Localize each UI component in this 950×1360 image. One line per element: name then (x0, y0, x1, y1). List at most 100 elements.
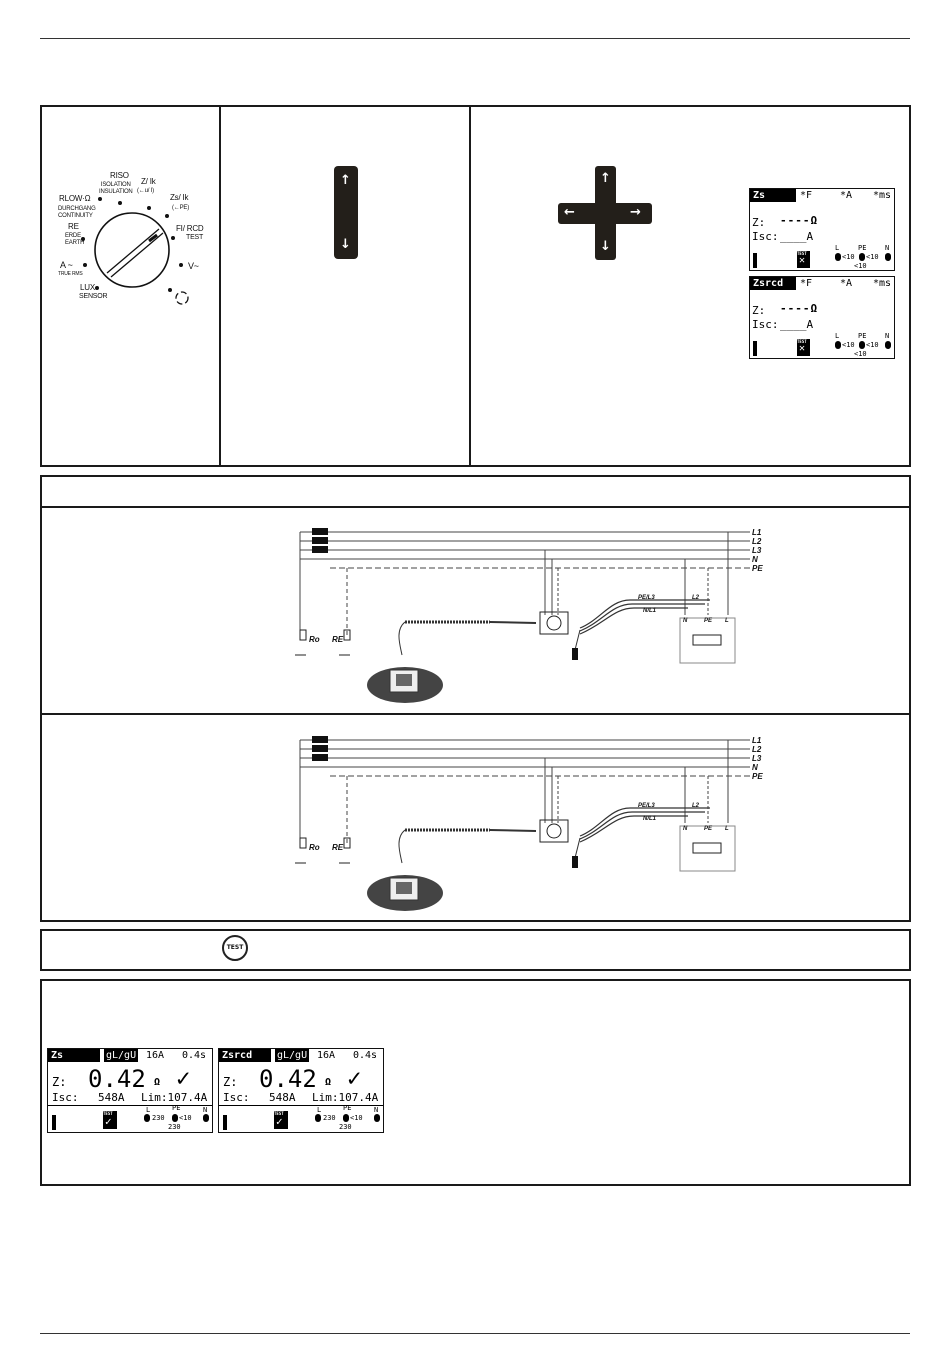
dial-label-re-sub: ERDE EARTH (65, 233, 84, 247)
dial-rlow: RLOW·Ω (59, 194, 91, 203)
lcd-term-v1: <10 (842, 253, 855, 261)
dial-pos-fi-rcd (171, 236, 175, 240)
footer-rule (40, 1333, 910, 1334)
label-ro: Ro (309, 843, 320, 852)
dial-lux-sub: SENSOR (79, 293, 108, 300)
connection-diagram-2: L1 L2 L3 N PE Ro RE PE/L3 L2 N/L1 N PE L (290, 728, 770, 913)
lcd-term-pe: PE (343, 1104, 352, 1112)
term-label-n: N (683, 618, 688, 624)
dial-label-re: RE (68, 223, 79, 231)
lcd-field-a: *A (840, 278, 853, 289)
test-icon-label: TEST (797, 251, 807, 256)
label-ro: Ro (309, 635, 320, 644)
header-rule (40, 38, 910, 39)
terminal-pe-icon (172, 1114, 178, 1122)
connection-mid-rule (40, 713, 911, 715)
lcd-term-v2: <10 (866, 341, 879, 349)
test-check-icon: ✓ (276, 1115, 283, 1128)
dial-label-lux: LUX (80, 284, 95, 292)
wiring-diagram-1: L1 L2 L3 N PE Ro RE PE/L3 L2 N/L1 N PE L (295, 528, 763, 703)
test-icon: TEST ✕ (797, 339, 810, 356)
line-label-l2: L2 (752, 537, 762, 546)
lcd-term-n: N (203, 1106, 208, 1114)
plug-label-n-l1: N/L1 (643, 816, 657, 822)
cross-down-arrow-icon: ↓ (600, 239, 611, 254)
test-button-icon: TEST (222, 935, 248, 961)
lcd-isc-label: Isc: (752, 230, 779, 243)
cross-horizontal (558, 203, 652, 224)
lcd-fuse-time: 0.4s (353, 1050, 378, 1061)
dial-label-a: A ~ (60, 260, 73, 270)
lcd-z-unit: Ω (154, 1077, 161, 1088)
lcd-term-v2: <10 (866, 253, 879, 261)
cross-up-arrow-icon: ↑ (600, 171, 611, 186)
lcd-term-l: L (317, 1106, 322, 1114)
test-cross-icon: ✕ (799, 255, 806, 266)
dial-label-riso-sub: ISOLATION INSULATION (99, 182, 133, 196)
up-arrow-icon: ↑ (340, 173, 351, 188)
lcd-term-n: N (374, 1106, 379, 1114)
lcd-term-pe: PE (858, 244, 867, 252)
battery-icon (753, 253, 757, 268)
lcd-term-l: L (146, 1106, 151, 1114)
terminal-l-icon (835, 341, 841, 349)
lcd-isc-label: Isc: (752, 318, 779, 331)
lcd-z-label: Z: (752, 304, 766, 317)
test-check-icon: ✓ (105, 1115, 112, 1128)
label-re: RE (332, 635, 344, 644)
dial-label-rlow: RLOW·Ω (59, 194, 91, 203)
line-label-n: N (752, 555, 758, 564)
test-icon-label: TEST (274, 1111, 284, 1116)
lcd-limit: Lim:107.4A (141, 1091, 208, 1104)
lcd-z-value: 0.42 (259, 1065, 317, 1093)
dial-z-il-sub: (←u/ I) (137, 188, 154, 194)
dial-label-a-sub: TRUE RMS (58, 270, 83, 278)
dial-label-zs: Zs/ Ik (170, 193, 189, 202)
terminal-l-icon (315, 1114, 321, 1122)
terminal-l-icon (144, 1114, 150, 1122)
battery-icon (753, 341, 757, 356)
line-label-l3: L3 (752, 754, 762, 763)
selection-table (40, 105, 911, 467)
test-cross-icon: ✕ (799, 343, 806, 354)
up-down-key: ↑ ↓ (334, 166, 358, 259)
lcd-header: Zsrcd gL/gU 16A 0.4s (219, 1049, 383, 1062)
line-label-l1: L1 (752, 528, 762, 537)
line-label-pe: PE (752, 772, 763, 781)
dial-rlow-sub: DURCHGANG CONTINUITY (58, 206, 96, 219)
terminal-n-icon (885, 341, 891, 349)
connection-diagram-1: L1 L2 L3 N PE Ro RE PE/L3 L2 N/L1 N PE L (290, 520, 770, 705)
dial-riso-sub: ISOLATION INSULATION (99, 182, 133, 195)
lcd-fuse-type: gL/gU (104, 1049, 139, 1062)
term-label-n: N (683, 826, 688, 832)
dial-a-sub: TRUE RMS (58, 271, 83, 277)
dial-a: A ~ (60, 260, 73, 270)
connection-header-rule (40, 506, 911, 508)
dial-z-il: Z/ Ik (141, 177, 156, 186)
dial-label-fi-rcd-sub: TEST (186, 234, 203, 242)
lcd-setup-zsrcd: Zsrcd *F *A *ms Z: ----Ω Isc: ____A TEST… (749, 276, 895, 359)
lcd-z-label: Z: (223, 1075, 238, 1089)
dial-pos-zs (165, 214, 169, 218)
lcd-term-v1: 230 (152, 1114, 165, 1122)
dial-label-fi-rcd: FI/ RCD (176, 225, 204, 233)
dial-knob-icon (94, 212, 170, 288)
terminal-l-icon (835, 253, 841, 261)
dial-fi-rcd-sub: TEST (186, 234, 204, 241)
lcd-header: Zs gL/gU 16A 0.4s (48, 1049, 212, 1062)
dial-riso: RISO (110, 171, 129, 180)
line-label-l2: L2 (752, 745, 762, 754)
term-label-l: L (725, 618, 729, 624)
lcd-term-v2: <10 (350, 1114, 363, 1122)
dial-label-zs-sub: (←PE) (172, 204, 189, 212)
lcd-func: Zsrcd (750, 277, 796, 290)
cross-right-arrow-icon: → (630, 205, 641, 220)
lcd-term-v3: <10 (854, 262, 867, 270)
lcd-field-f: *F (800, 190, 813, 201)
dial-pos-setup (168, 288, 172, 292)
dial-re: RE (68, 222, 79, 231)
dial-label-riso: RISO (110, 172, 129, 180)
battery-icon (52, 1115, 56, 1130)
test-icon-label: TEST (797, 339, 807, 344)
dial-zs: Zs/ Ik (170, 193, 189, 202)
